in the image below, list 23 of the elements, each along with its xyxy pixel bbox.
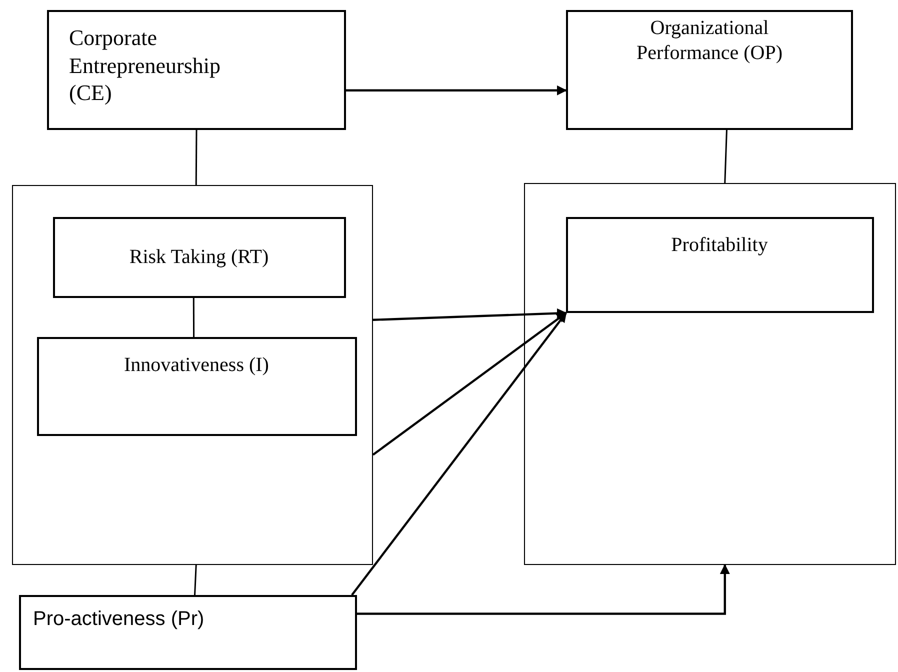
arrow	[372, 312, 567, 456]
concept-box	[19, 595, 357, 670]
arrow	[357, 564, 730, 615]
arrow	[346, 85, 567, 96]
connector-line	[192, 298, 195, 337]
group-frame	[524, 183, 896, 565]
connector-line	[724, 130, 728, 184]
group-frame	[12, 185, 373, 565]
connector-line	[195, 130, 198, 185]
concept-box	[566, 216, 874, 312]
arrow	[351, 312, 567, 596]
connector-line	[194, 564, 197, 596]
box-label: Corporate Entrepreneurship (CE)	[69, 24, 222, 106]
arrow	[372, 308, 567, 321]
box-label: Risk Taking (RT)	[129, 244, 269, 270]
box-label: Profitability	[671, 232, 768, 258]
concept-box	[36, 336, 356, 436]
box-label: Pro-activeness (Pr)	[33, 607, 204, 632]
box-label: Organizational Performance (OP)	[635, 16, 784, 66]
concept-box	[566, 10, 853, 130]
box-label: Innovativeness (I)	[124, 352, 269, 378]
concept-box	[52, 216, 346, 298]
concept-box	[47, 10, 346, 130]
